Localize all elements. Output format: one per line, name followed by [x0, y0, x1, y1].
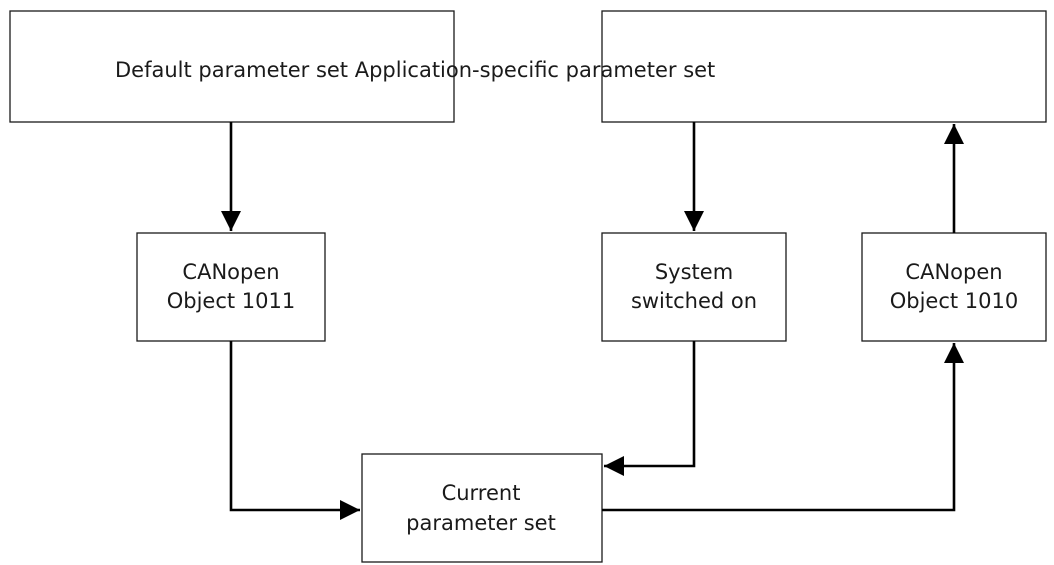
box-current-parameter-set: Current parameter set — [361, 453, 603, 563]
box-canopen-object-1011-line-2: Object 1011 — [167, 289, 296, 313]
box-canopen-object-1010-line-1: CANopen — [905, 260, 1002, 284]
box-system-switched-on: System switched on — [601, 232, 787, 342]
box-canopen-object-1010-line-2: Object 1010 — [890, 289, 1019, 313]
box-current-parameter-set-line-1: Current — [442, 481, 521, 505]
box-canopen-object-1011: CANopen Object 1011 — [136, 232, 326, 342]
box-system-switched-on-line-2: switched on — [631, 289, 757, 313]
arrow-current-set-to-object-1010 — [602, 343, 964, 512]
box-default-parameter-set — [9, 10, 455, 123]
box-canopen-object-1010: CANopen Object 1010 — [861, 232, 1047, 342]
box-application-specific-parameter-set — [601, 10, 1047, 123]
arrow-object-1011-to-current-set — [229, 341, 360, 520]
box-system-switched-on-line-1: System — [655, 260, 733, 284]
box-current-parameter-set-line-2: parameter set — [406, 511, 556, 535]
arrow-system-switched-on-to-current-set — [604, 341, 696, 476]
box-canopen-object-1011-line-1: CANopen — [182, 260, 279, 284]
top-boxes-overlay-label: Default parameter set Application-specif… — [115, 58, 715, 82]
